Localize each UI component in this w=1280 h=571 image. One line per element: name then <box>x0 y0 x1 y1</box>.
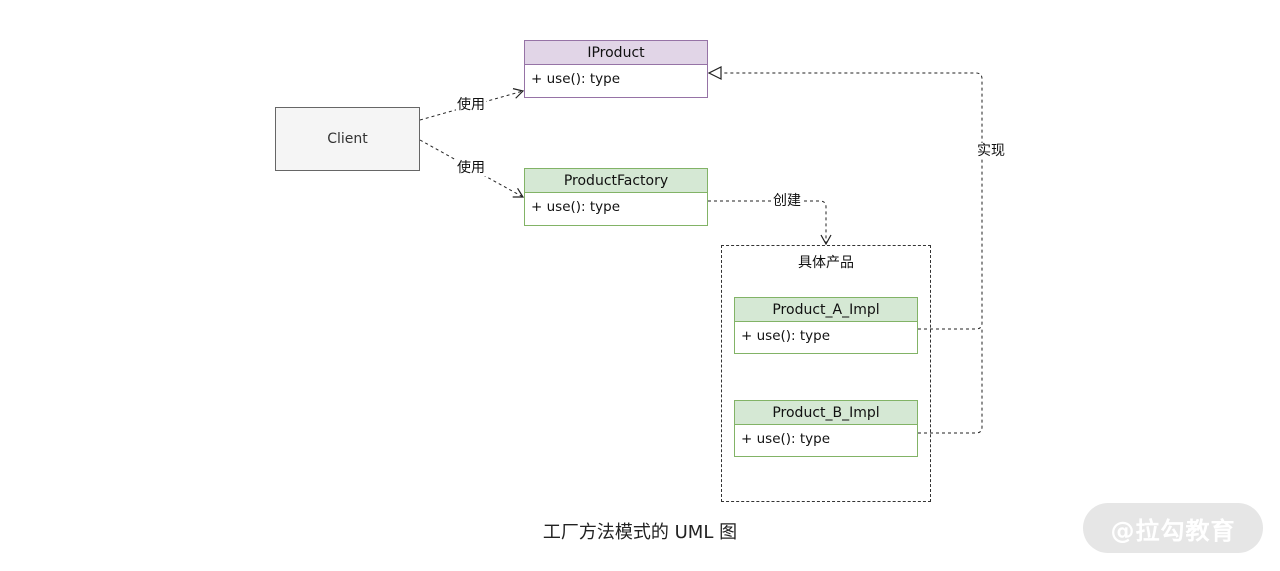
product-b-name: Product_B_Impl <box>735 401 917 425</box>
edge-label-create: 创建 <box>772 193 802 209</box>
product-factory-name: ProductFactory <box>525 169 707 193</box>
iproduct-method: + use(): type <box>531 71 621 87</box>
edge-productA-iproduct <box>707 66 983 330</box>
edge-client-factory <box>419 139 525 198</box>
concrete-products-label: 具体产品 <box>798 255 854 271</box>
watermark-logo: @拉勾教育 <box>1083 503 1263 553</box>
product-a-class[interactable]: Product_A_Impl + use(): type <box>734 297 918 354</box>
edge-label-use-iproduct: 使用 <box>456 97 486 113</box>
figure-caption: 工厂方法模式的 UML 图 <box>542 522 738 543</box>
product-factory-method: + use(): type <box>531 199 621 215</box>
iproduct-class[interactable]: IProduct + use(): type <box>524 40 708 98</box>
product-a-name: Product_A_Impl <box>735 298 917 322</box>
edge-factory-products <box>708 200 832 246</box>
client-box[interactable]: Client <box>275 107 420 171</box>
concrete-products-group[interactable] <box>721 245 931 502</box>
edge-label-implement: 实现 <box>976 143 1006 159</box>
product-a-method: + use(): type <box>741 328 831 344</box>
product-b-method: + use(): type <box>741 431 831 447</box>
product-factory-class[interactable]: ProductFactory + use(): type <box>524 168 708 226</box>
edge-productB-iproduct <box>918 329 983 434</box>
product-b-class[interactable]: Product_B_Impl + use(): type <box>734 400 918 457</box>
client-label: Client <box>327 131 368 147</box>
iproduct-name: IProduct <box>525 41 707 65</box>
edge-label-use-factory: 使用 <box>456 160 486 176</box>
